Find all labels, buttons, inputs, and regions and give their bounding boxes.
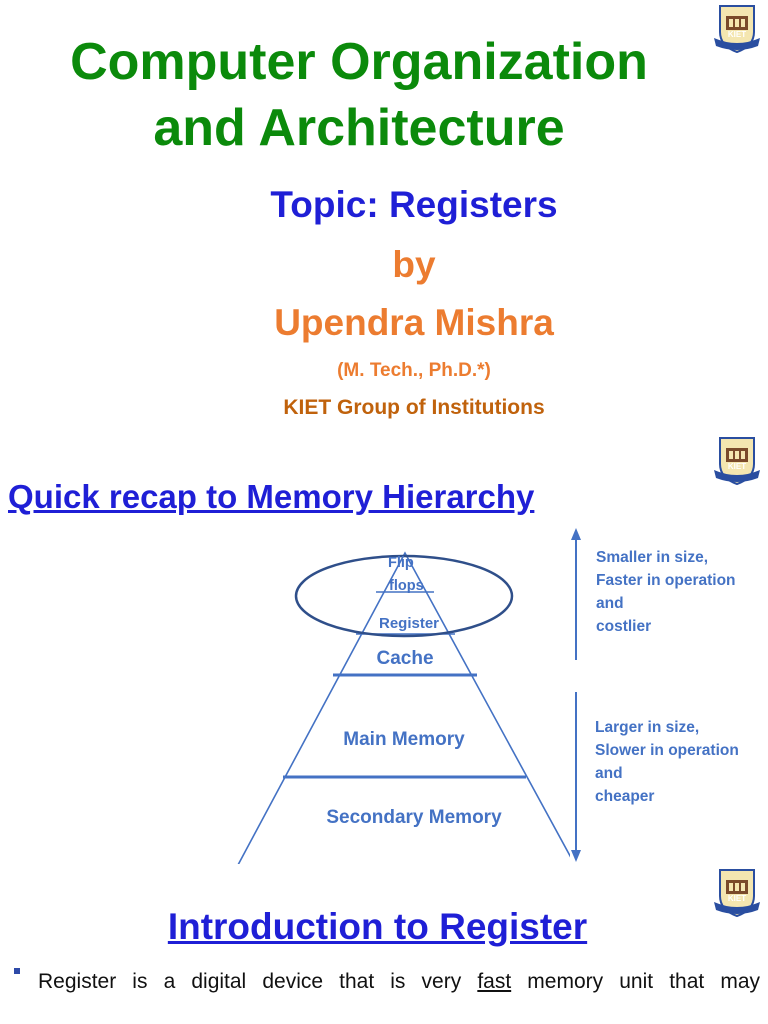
bullet-text: Register is a digital device that is ver…: [38, 962, 760, 1002]
top-note-line: Faster in operation: [596, 572, 736, 589]
level-cache: Cache: [376, 648, 433, 669]
logo-text: KIET: [728, 462, 746, 471]
level-register: Register: [379, 615, 439, 632]
emphasis-fast: fast: [477, 970, 512, 993]
by-label: by: [392, 244, 436, 285]
arrows-diagram: [571, 528, 581, 862]
up-arrow-head-icon: [571, 528, 581, 540]
level-flipflops-line1: Flip: [388, 555, 414, 571]
introduction-slide: KIET Introduction to Register: [0, 864, 768, 1024]
bullet-text-part: memory unit that may: [511, 970, 761, 993]
top-note-line: costlier: [596, 618, 652, 635]
top-note-line: and: [596, 595, 624, 612]
bullet-square-icon: [14, 968, 20, 974]
bottom-note: Larger in size, Slower in operation and …: [595, 716, 739, 808]
bottom-note-line: Larger in size,: [595, 719, 700, 736]
memory-hierarchy-heading: Quick recap to Memory Hierarchy: [8, 478, 535, 515]
bottom-note-line: Slower in operation: [595, 742, 739, 759]
top-note-line: Smaller in size,: [596, 549, 708, 566]
level-flipflops-line2: flops: [389, 578, 424, 594]
topic-heading: Topic: Registers: [270, 184, 558, 225]
bullet-text-part: Register is a digital device that is ver…: [38, 970, 478, 993]
title-slide: KIET Computer Organization and Architect…: [0, 0, 768, 440]
author-credentials: (M. Tech., Ph.D.*): [337, 360, 491, 381]
institution-name: KIET Group of Institutions: [283, 396, 545, 419]
title-line-2: and Architecture: [153, 99, 565, 157]
down-arrow-head-icon: [571, 850, 581, 862]
logo-text: KIET: [728, 30, 746, 39]
level-secondary-memory: Secondary Memory: [326, 807, 502, 828]
kiet-logo-icon: KIET: [714, 5, 760, 54]
bottom-note-line: cheaper: [595, 788, 655, 805]
memory-pyramid-diagram: Flip flops Register Cache Main Memory Se…: [236, 551, 570, 866]
kiet-logo-icon: KIET: [714, 869, 760, 918]
memory-hierarchy-slide: KIET Quick recap to Memory Hierarchy Fli…: [0, 437, 768, 866]
kiet-logo-icon: KIET: [714, 437, 760, 486]
top-note: Smaller in size, Faster in operation and…: [596, 546, 736, 638]
register-highlight-ellipse: [294, 554, 514, 638]
bottom-note-line: and: [595, 765, 623, 782]
level-main-memory: Main Memory: [343, 729, 465, 750]
logo-text: KIET: [728, 894, 746, 903]
title-line-1: Computer Organization: [70, 33, 648, 91]
author-name: Upendra Mishra: [274, 302, 554, 343]
introduction-heading: Introduction to Register: [167, 906, 588, 947]
